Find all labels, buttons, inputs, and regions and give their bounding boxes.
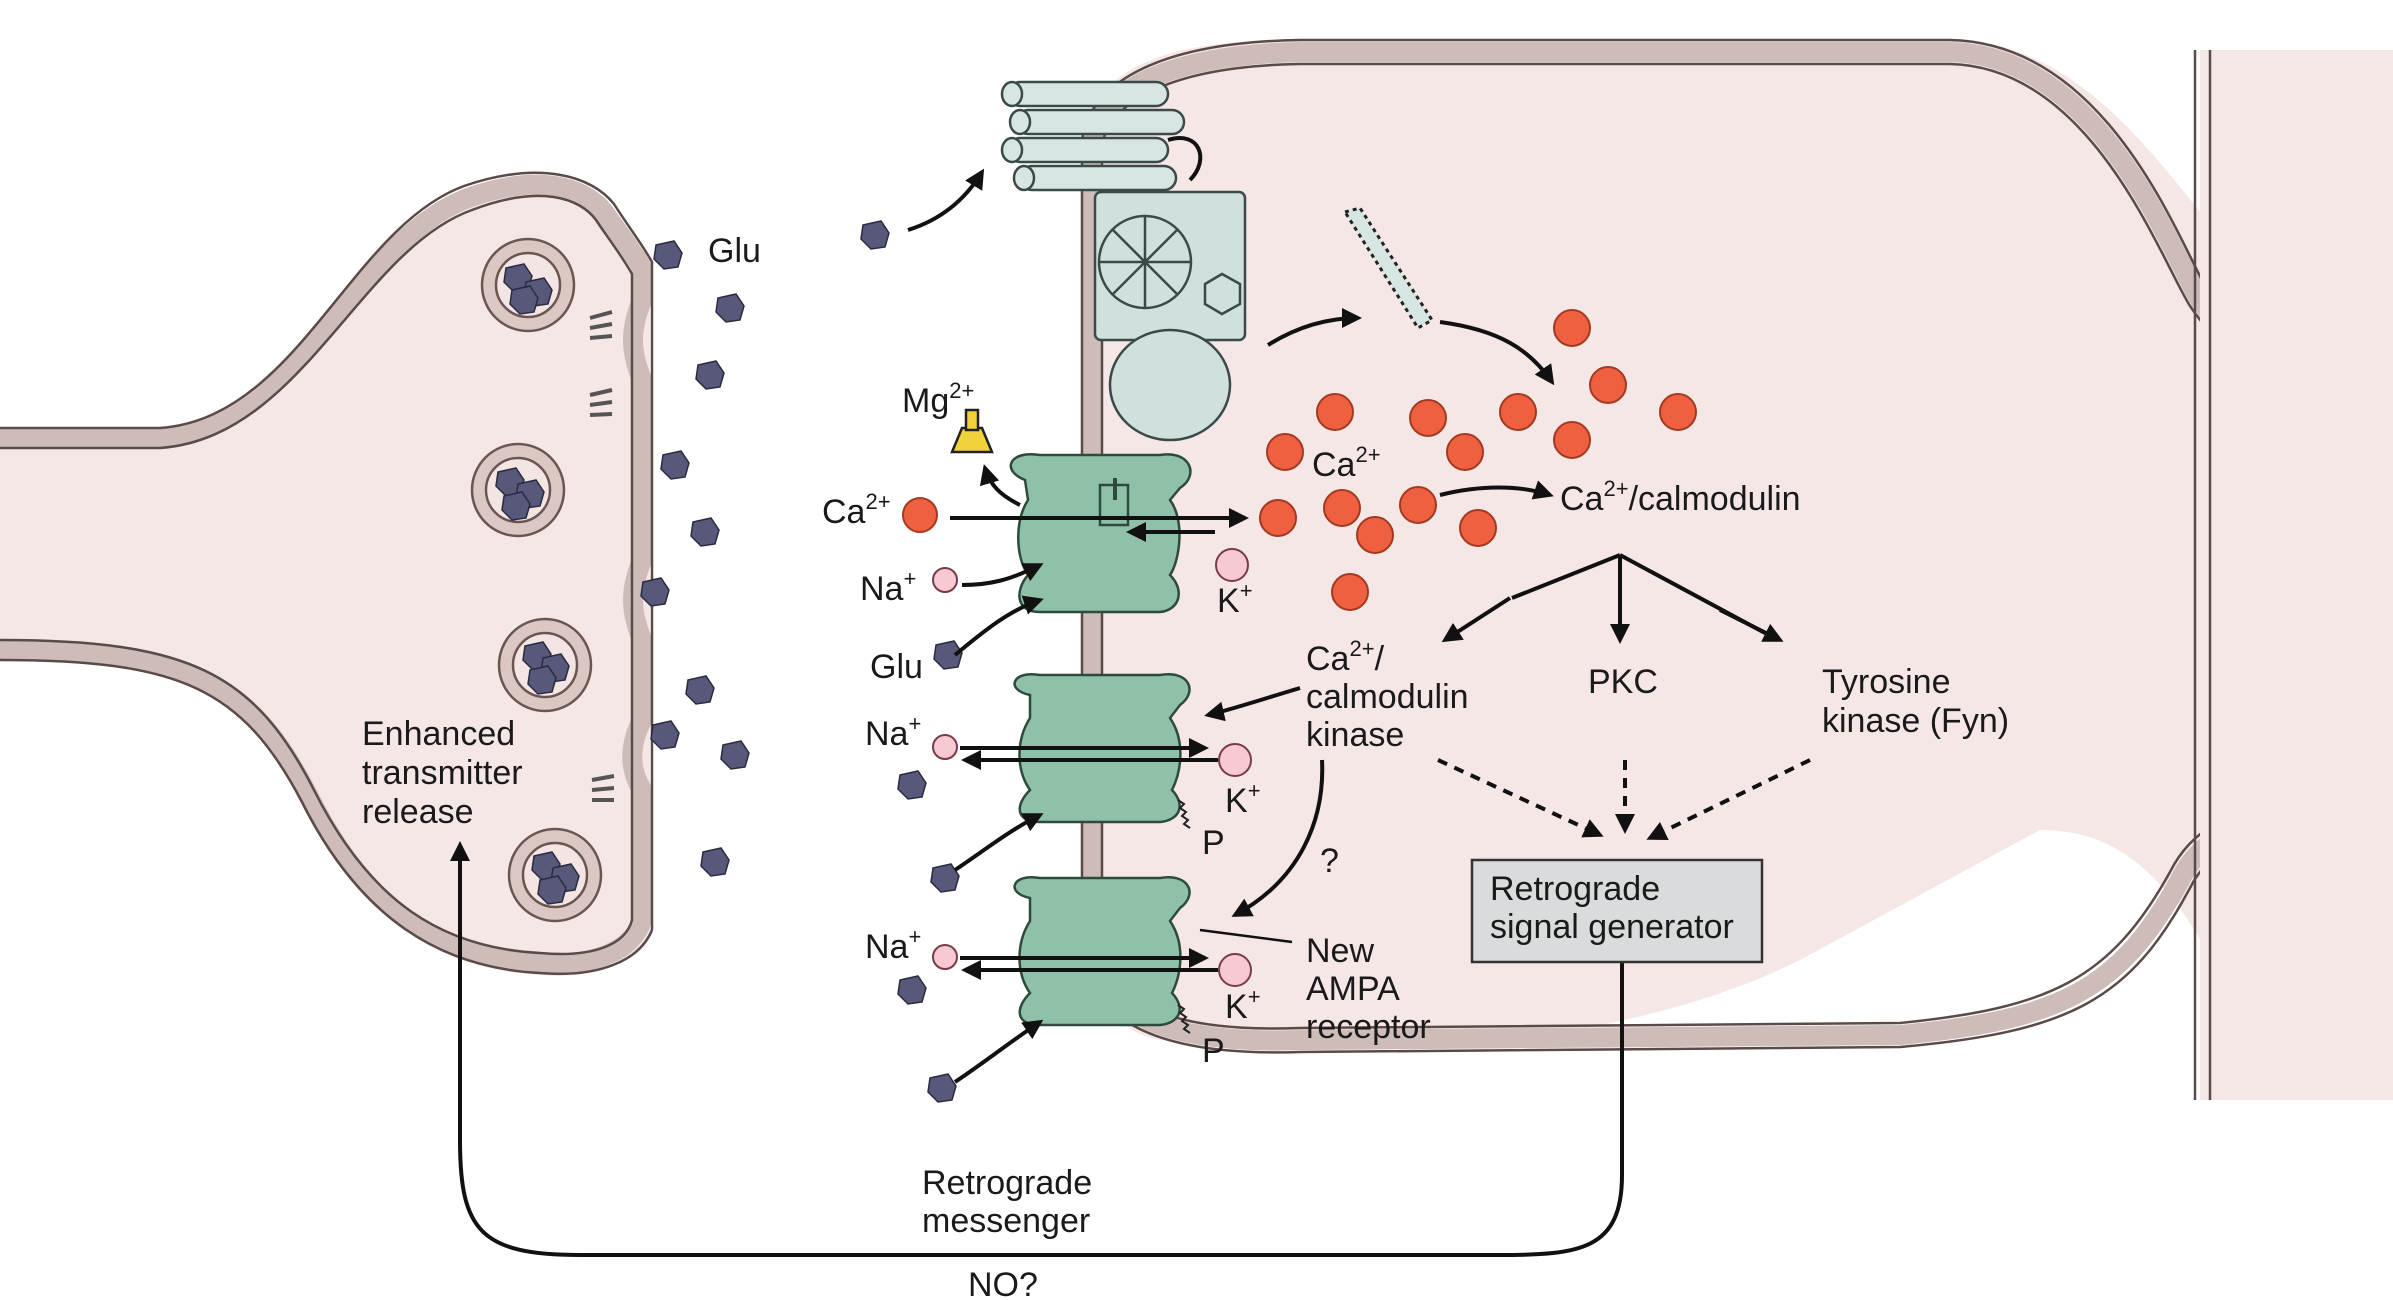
camk-label-line2: calmodulin	[1306, 678, 1469, 716]
tyrosine-kinase-label-line1: Tyrosine	[1822, 663, 1951, 701]
na-label-1: Na+	[860, 566, 916, 608]
retrograde-signal-generator-box	[1470, 858, 1764, 964]
new-ampa-label-line2: AMPA	[1306, 970, 1400, 1008]
sodium-ions	[932, 567, 958, 970]
k-label-2: K+	[1225, 778, 1261, 820]
pkc-label: PKC	[1588, 663, 1658, 701]
ca-calmodulin-label: Ca2+/calmodulin	[1560, 476, 1801, 518]
signal-generator-label-line2: signal generator	[1490, 908, 1734, 946]
new-ampa-receptor	[1013, 875, 1191, 1027]
retrograde-messenger-label-line1: Retrograde	[922, 1164, 1092, 1202]
enhanced-release-label-line3: release	[362, 793, 474, 831]
enhanced-release-label-line2: transmitter	[362, 754, 523, 792]
question-label: ?	[1320, 842, 1339, 880]
effector-enzyme	[1108, 328, 1232, 442]
signal-generator-label-line1: Retrograde	[1490, 870, 1660, 908]
no-label: NO?	[968, 1266, 1038, 1300]
docking-proteins	[589, 310, 615, 802]
synaptic-vesicle	[497, 617, 593, 713]
presynaptic-membrane	[0, 174, 652, 974]
enhanced-release-label-line1: Enhanced	[362, 715, 515, 753]
k-label-3: K+	[1225, 984, 1261, 1026]
na-label-3: Na+	[865, 924, 921, 966]
metabotropic-receptor	[1000, 80, 1186, 192]
phosphate-label-2: P	[1202, 1032, 1225, 1070]
metabotropic-receptor-complex	[1000, 80, 1435, 442]
camk-label-line3: kinase	[1306, 716, 1404, 754]
calcium-ions	[902, 309, 1697, 611]
dendrite-shaft	[2200, 50, 2393, 1100]
phosphate-label-1: P	[1202, 824, 1225, 862]
k-label-1: K+	[1217, 578, 1253, 620]
synaptic-vesicle	[470, 442, 566, 538]
glu-label-top: Glu	[708, 232, 761, 270]
glu-label-mid: Glu	[870, 648, 923, 686]
camk-label-line1: Ca2+/	[1306, 636, 1385, 678]
na-label-2: Na+	[865, 711, 921, 753]
ca-cluster-label: Ca2+	[1312, 442, 1381, 484]
mg-block-icon	[950, 408, 994, 454]
synaptic-vesicle	[480, 237, 576, 333]
retrograde-messenger-label-line2: messenger	[922, 1202, 1090, 1240]
synaptic-vesicle	[507, 827, 603, 923]
phosphate-tail	[1177, 799, 1191, 1034]
new-ampa-label-line1: New	[1306, 932, 1374, 970]
endoplasmic-reticulum	[1342, 206, 1435, 331]
mg-label: Mg2+	[902, 378, 974, 420]
potassium-ions	[1215, 548, 1252, 987]
arrows	[450, 168, 1811, 1257]
ca-label-left: Ca2+	[822, 489, 891, 531]
tyrosine-kinase-label-line2: kinase (Fyn)	[1822, 702, 2009, 740]
text-labels: Glu Mg2+ Ca2+ Na+ Glu K+ Ca2+ Ca2+/calmo…	[362, 232, 2009, 1300]
new-ampa-label-line3: receptor	[1306, 1008, 1431, 1046]
presynaptic-terminal	[0, 171, 654, 976]
